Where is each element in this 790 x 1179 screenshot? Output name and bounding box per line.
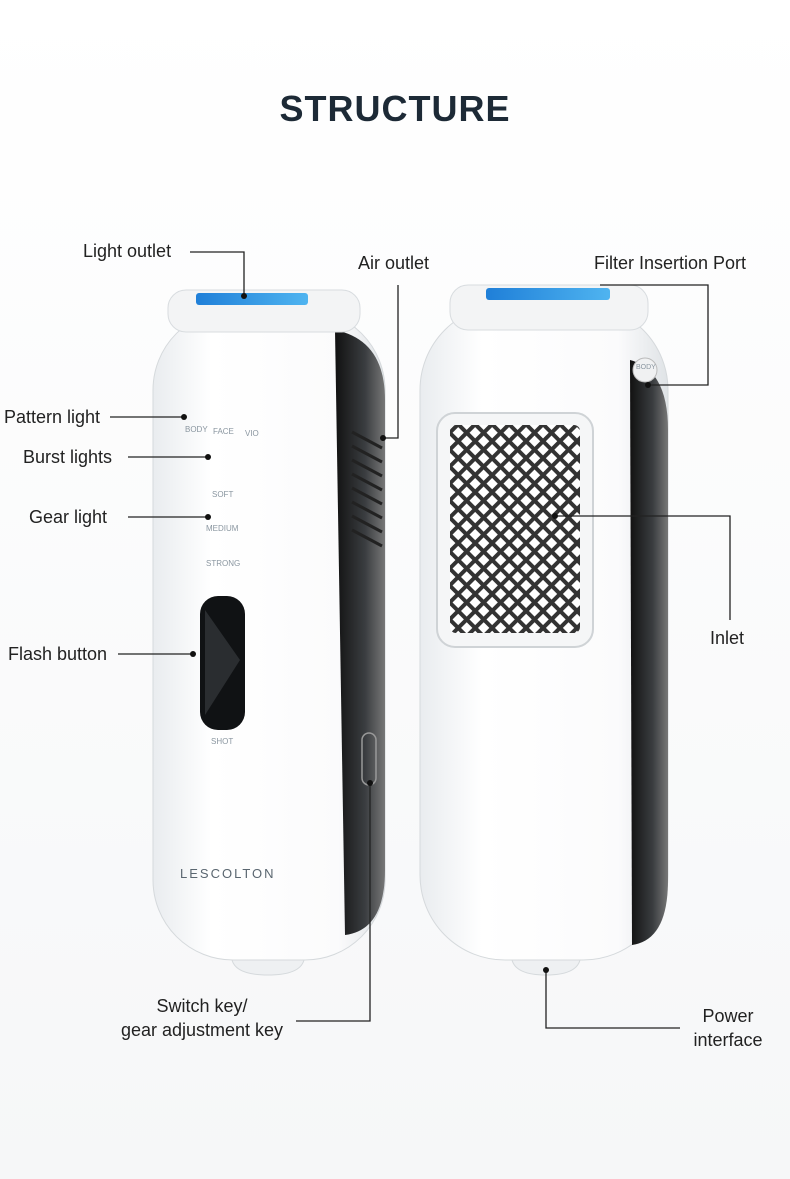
label-light-outlet: Light outlet [83,241,172,261]
mode-body: BODY [185,425,208,434]
right-device [419,284,669,976]
label-air-outlet: Air outlet [358,253,430,273]
label-pattern-light: Pattern light [4,407,101,427]
label-burst-lights: Burst lights [23,447,113,467]
level-strong: STRONG [206,559,241,568]
page-title: STRUCTURE [279,88,511,129]
label-switch-key-line2: gear adjustment key [120,1020,284,1040]
shot-label: SHOT [211,737,234,746]
level-medium: MEDIUM [206,524,239,533]
level-soft: SOFT [212,490,234,499]
label-switch-key-line1: Switch key/ [156,996,248,1016]
mode-face: FACE [213,427,234,436]
mode-vio: VIO [245,429,259,438]
port-tag: BODY [636,364,656,371]
label-inlet: Inlet [710,628,745,648]
brand-logo: LESCOLTON [180,866,276,881]
label-gear-light: Gear light [29,507,108,527]
leader-lines [110,251,731,1029]
label-power-line1: Power [702,1006,754,1026]
label-flash-button: Flash button [8,644,108,664]
label-power-line2: interface [693,1030,763,1050]
left-device [152,289,386,976]
label-filter-port: Filter Insertion Port [594,253,747,273]
label-switch-key: Switch key/ gear adjustment key [108,996,296,1041]
label-power-interface: Power interface [686,1006,770,1051]
